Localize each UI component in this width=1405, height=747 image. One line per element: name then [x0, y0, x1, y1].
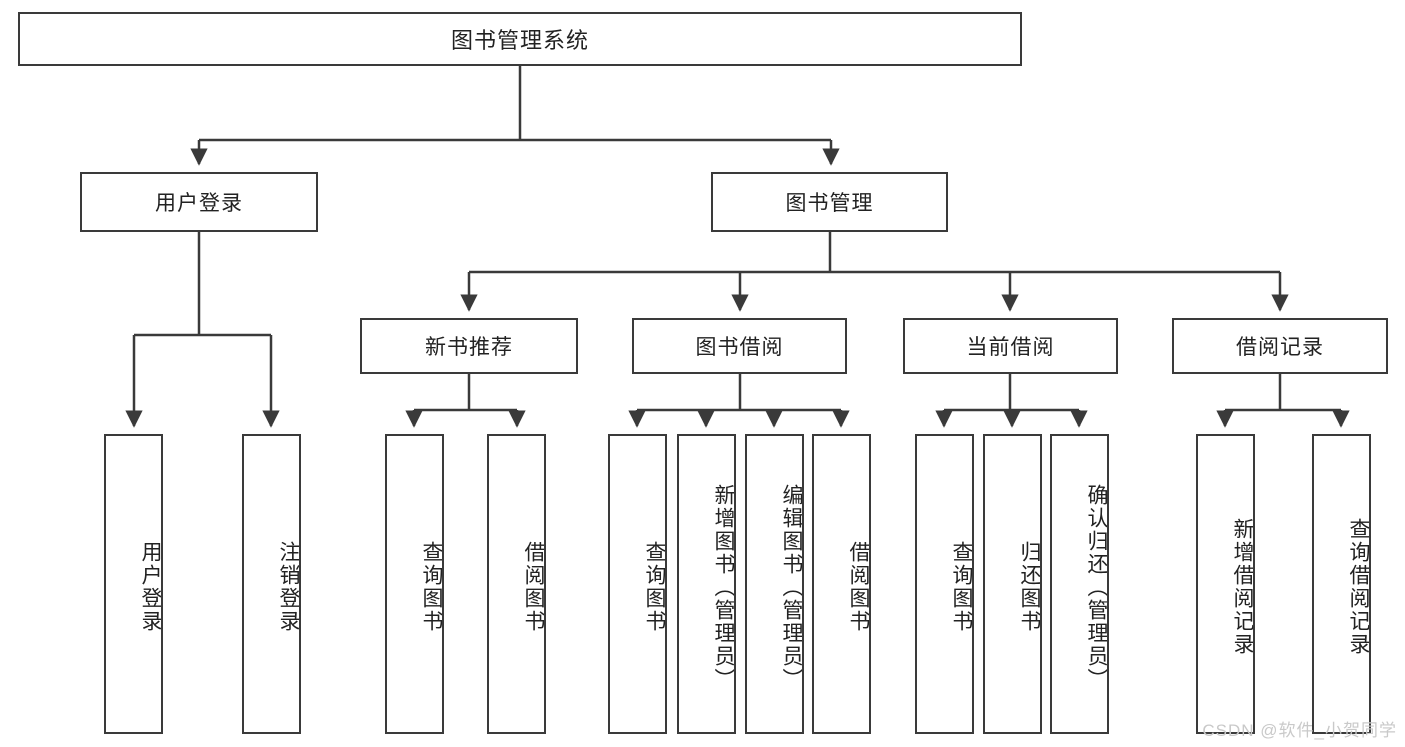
leaf-borrow-add-book[interactable]: 新增图书（管理员） — [677, 434, 736, 734]
leaf-record-add-record[interactable]: 新增借阅记录 — [1196, 434, 1255, 734]
leaf-recommend-query-book[interactable]: 查询图书 — [385, 434, 444, 734]
leaf-user-logout[interactable]: 注销登录 — [242, 434, 301, 734]
node-new-book-recommend[interactable]: 新书推荐 — [360, 318, 578, 374]
node-user-login[interactable]: 用户登录 — [80, 172, 318, 232]
leaf-current-query-book[interactable]: 查询图书 — [915, 434, 974, 734]
node-borrow-record[interactable]: 借阅记录 — [1172, 318, 1388, 374]
leaf-current-confirm-return[interactable]: 确认归还（管理员） — [1050, 434, 1109, 734]
leaf-record-query-record[interactable]: 查询借阅记录 — [1312, 434, 1371, 734]
node-current-borrow[interactable]: 当前借阅 — [903, 318, 1118, 374]
leaf-borrow-query-book[interactable]: 查询图书 — [608, 434, 667, 734]
node-book-borrow[interactable]: 图书借阅 — [632, 318, 847, 374]
leaf-user-login[interactable]: 用户登录 — [104, 434, 163, 734]
leaf-recommend-borrow-book[interactable]: 借阅图书 — [487, 434, 546, 734]
node-book-manage[interactable]: 图书管理 — [711, 172, 948, 232]
leaf-borrow-borrow-book[interactable]: 借阅图书 — [812, 434, 871, 734]
csdn-watermark: CSDN @软件_小贺同学 — [1202, 721, 1397, 740]
node-root[interactable]: 图书管理系统 — [18, 12, 1022, 66]
leaf-borrow-edit-book[interactable]: 编辑图书（管理员） — [745, 434, 804, 734]
leaf-current-return-book[interactable]: 归还图书 — [983, 434, 1042, 734]
